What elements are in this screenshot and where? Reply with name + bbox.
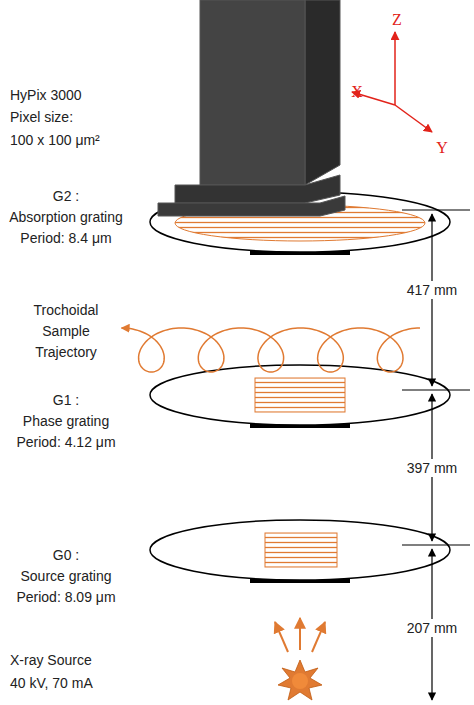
- detector-spec: 100 x 100 μm²: [10, 132, 100, 148]
- trajectory-label: Trajectory: [35, 344, 97, 360]
- trajectory-label: Trochoidal: [34, 302, 99, 318]
- axis-label: Z: [392, 12, 402, 28]
- detector-spec: Pixel size:: [10, 109, 73, 125]
- source-grating: [150, 520, 450, 583]
- dimension-value: 397 mm: [405, 459, 460, 477]
- trajectory-label: Sample: [42, 323, 89, 339]
- phase-grating: [150, 365, 450, 428]
- grating-type: Phase grating: [23, 413, 109, 429]
- grating-type: Absorption grating: [9, 209, 123, 225]
- grating-period: Period: 4.12 μm: [16, 434, 115, 450]
- grating-period: Period: 8.4 μm: [20, 230, 111, 246]
- xray-source: [275, 618, 325, 700]
- sample-trajectory: [122, 328, 421, 372]
- grating-name: G0 :: [53, 547, 79, 563]
- grating-period: Period: 8.09 μm: [16, 589, 115, 605]
- dimension-lines: [402, 210, 470, 700]
- detector: [158, 0, 345, 216]
- axis-label: Y: [436, 140, 448, 156]
- grating-name: G1 :: [53, 392, 79, 408]
- source-name: X-ray Source: [10, 652, 92, 668]
- dimension-value: 207 mm: [405, 619, 460, 637]
- detector-name: HyPix 3000: [10, 87, 82, 103]
- axis-triad: [352, 32, 432, 132]
- axis-label: X: [351, 84, 363, 100]
- grating-type: Source grating: [20, 568, 111, 584]
- grating-name: G2 :: [53, 188, 79, 204]
- dimension-value: 417 mm: [405, 281, 460, 299]
- source-spec: 40 kV, 70 mA: [10, 675, 93, 691]
